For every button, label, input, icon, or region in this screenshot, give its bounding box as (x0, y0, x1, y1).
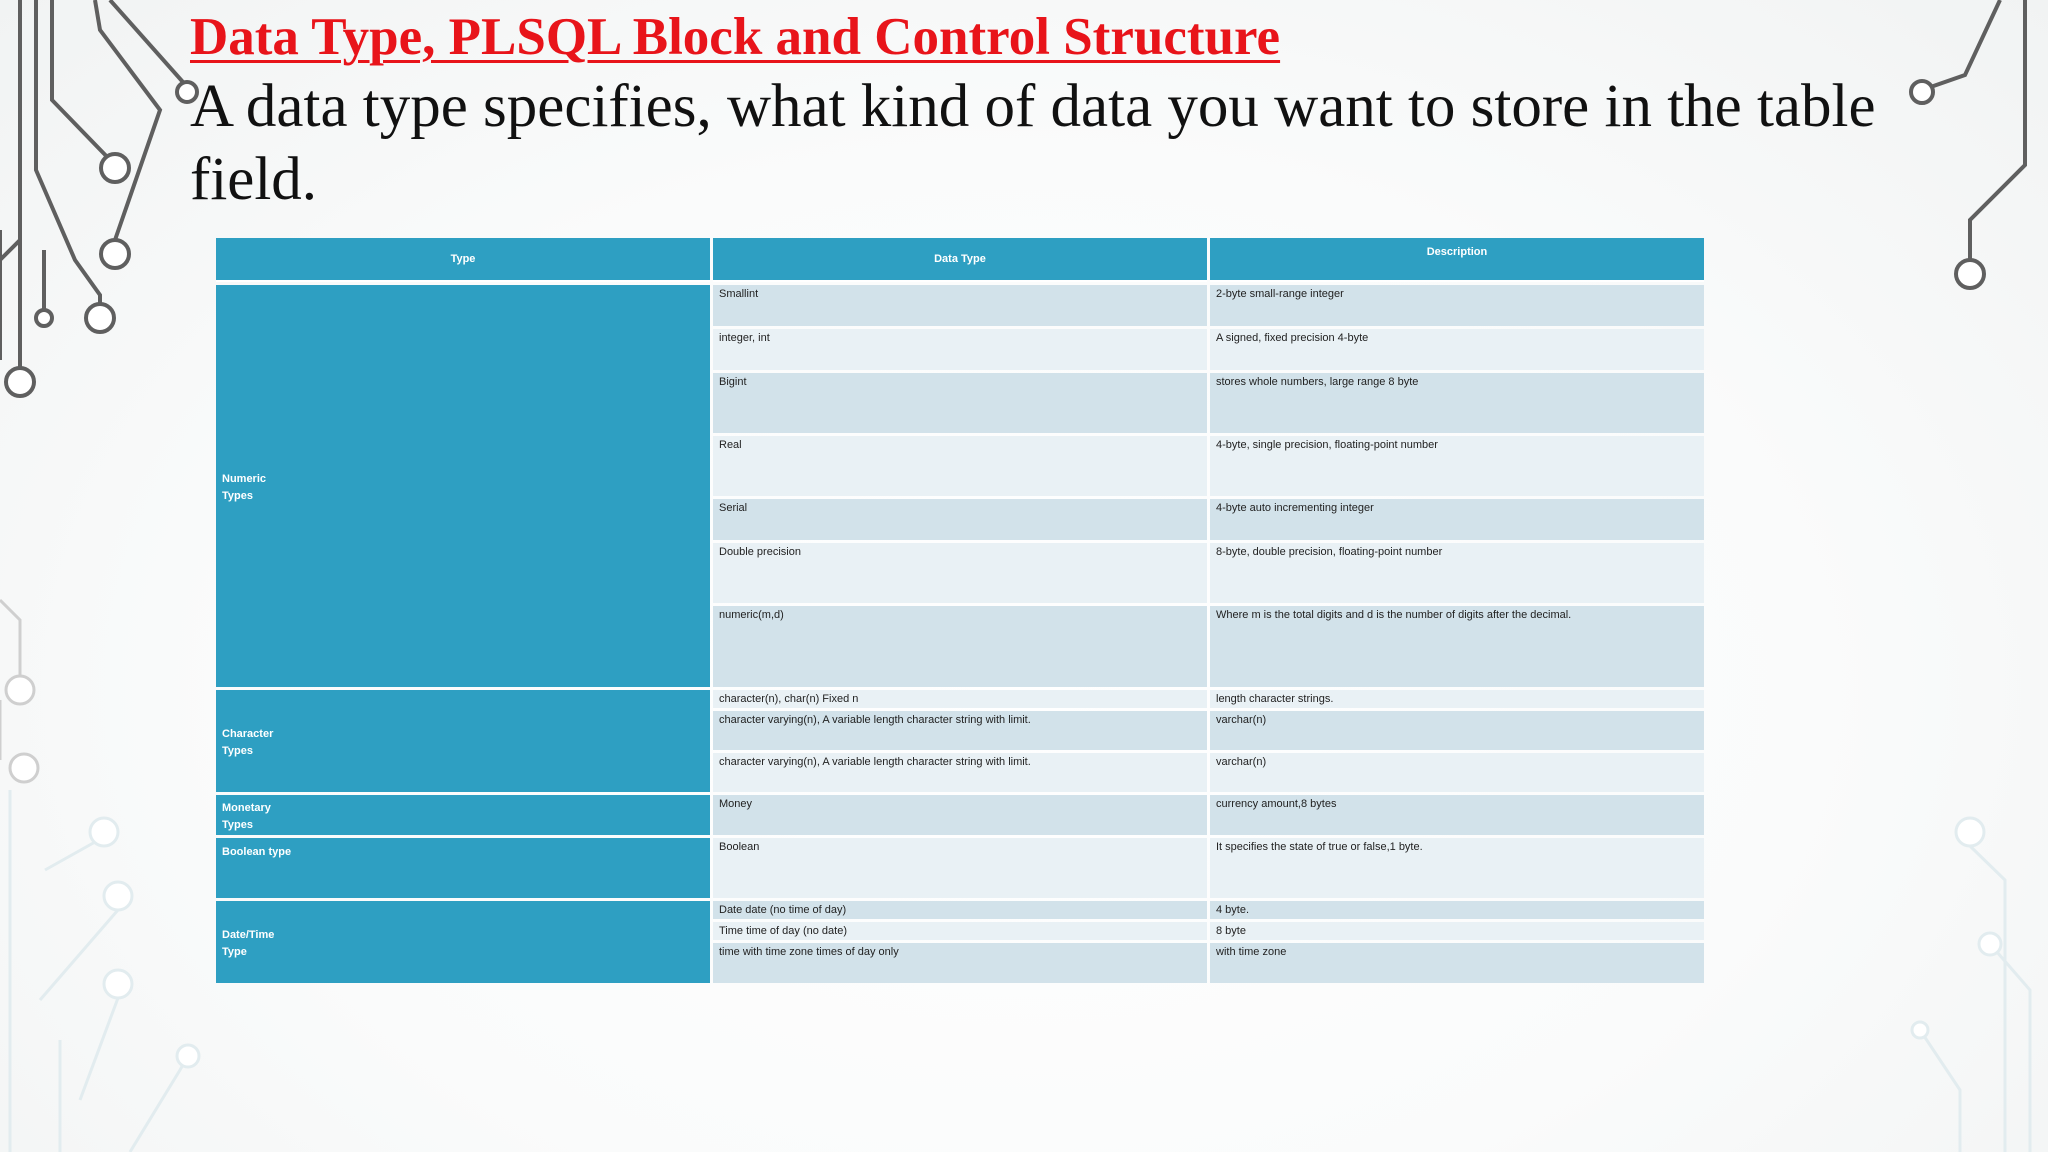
data-type-cell: Money (713, 795, 1207, 835)
description-cell: 8-byte, double precision, floating-point… (1210, 543, 1704, 603)
description-cell: 4-byte auto incrementing integer (1210, 499, 1704, 540)
table-row: Character Types character(n), char(n) Fi… (216, 690, 1704, 792)
description-cell: with time zone (1210, 943, 1704, 983)
description-cell: 8 byte (1210, 922, 1704, 940)
description-cell: varchar(n) (1210, 753, 1704, 792)
data-type-cell: Smallint (713, 285, 1207, 326)
table-row: character varying(n), A variable length … (216, 711, 1704, 750)
description-cell: 2-byte small-range integer (1210, 285, 1704, 326)
description-cell: A signed, fixed precision 4-byte (1210, 329, 1704, 370)
slide-title: Data Type, PLSQL Block and Control Struc… (190, 8, 1281, 66)
header-description: Description (1210, 238, 1704, 282)
table-row: character varying(n), A variable length … (216, 753, 1704, 792)
group-label-numeric: Numeric Types (216, 285, 710, 687)
data-type-cell: integer, int (713, 329, 1207, 370)
description-cell: Where m is the total digits and d is the… (1210, 606, 1704, 687)
data-type-cell: time with time zone times of day only (713, 943, 1207, 983)
group-label-datetime: Date/Time Type (216, 901, 710, 983)
description-cell: 4-byte, single precision, floating-point… (1210, 436, 1704, 496)
description-cell: currency amount,8 bytes (1210, 795, 1704, 835)
description-cell: It specifies the state of true or false,… (1210, 838, 1704, 898)
header-data-type: Data Type (713, 238, 1207, 282)
data-types-table: Type Data Type Description Numeric Types… (213, 235, 1707, 986)
table-row: Bigint stores whole numbers, large range… (216, 373, 1704, 433)
table-row: Boolean type Boolean It specifies the st… (216, 838, 1704, 898)
table-row: Numeric Types Smallint 2-byte small-rang… (216, 285, 1704, 687)
group-label-character: Character Types (216, 690, 710, 792)
table-row: Real 4-byte, single precision, floating-… (216, 436, 1704, 496)
data-type-cell: Boolean (713, 838, 1207, 898)
description-cell: stores whole numbers, large range 8 byte (1210, 373, 1704, 433)
data-type-cell: character varying(n), A variable length … (713, 753, 1207, 792)
description-cell: 4 byte. (1210, 901, 1704, 919)
description-cell: length character strings. (1210, 690, 1704, 708)
data-type-cell: Date date (no time of day) (713, 901, 1207, 919)
description-cell: varchar(n) (1210, 711, 1704, 750)
table-row: Monetary Types Money currency amount,8 b… (216, 795, 1704, 835)
data-type-cell: Time time of day (no date) (713, 922, 1207, 940)
table-header-row: Type Data Type Description (216, 238, 1704, 282)
table-row: Date/Time Type Date date (no time of day… (216, 901, 1704, 983)
slide-intro-text: A data type specifies, what kind of data… (190, 73, 1876, 213)
table-row: Double precision 8-byte, double precisio… (216, 543, 1704, 603)
group-label-boolean: Boolean type (216, 838, 710, 898)
data-type-cell: Double precision (713, 543, 1207, 603)
header-type: Type (216, 238, 710, 282)
table-row: numeric(m,d) Where m is the total digits… (216, 606, 1704, 687)
group-label-monetary: Monetary Types (216, 795, 710, 835)
table-row: integer, int A signed, fixed precision 4… (216, 329, 1704, 370)
data-type-cell: character varying(n), A variable length … (713, 711, 1207, 750)
data-type-cell: Serial (713, 499, 1207, 540)
table-row: time with time zone times of day only wi… (216, 943, 1704, 983)
data-type-cell: character(n), char(n) Fixed n (713, 690, 1207, 708)
data-type-cell: Bigint (713, 373, 1207, 433)
data-type-cell: Real (713, 436, 1207, 496)
table-row: Time time of day (no date) 8 byte (216, 922, 1704, 940)
table-row: Serial 4-byte auto incrementing integer (216, 499, 1704, 540)
data-type-cell: numeric(m,d) (713, 606, 1207, 687)
